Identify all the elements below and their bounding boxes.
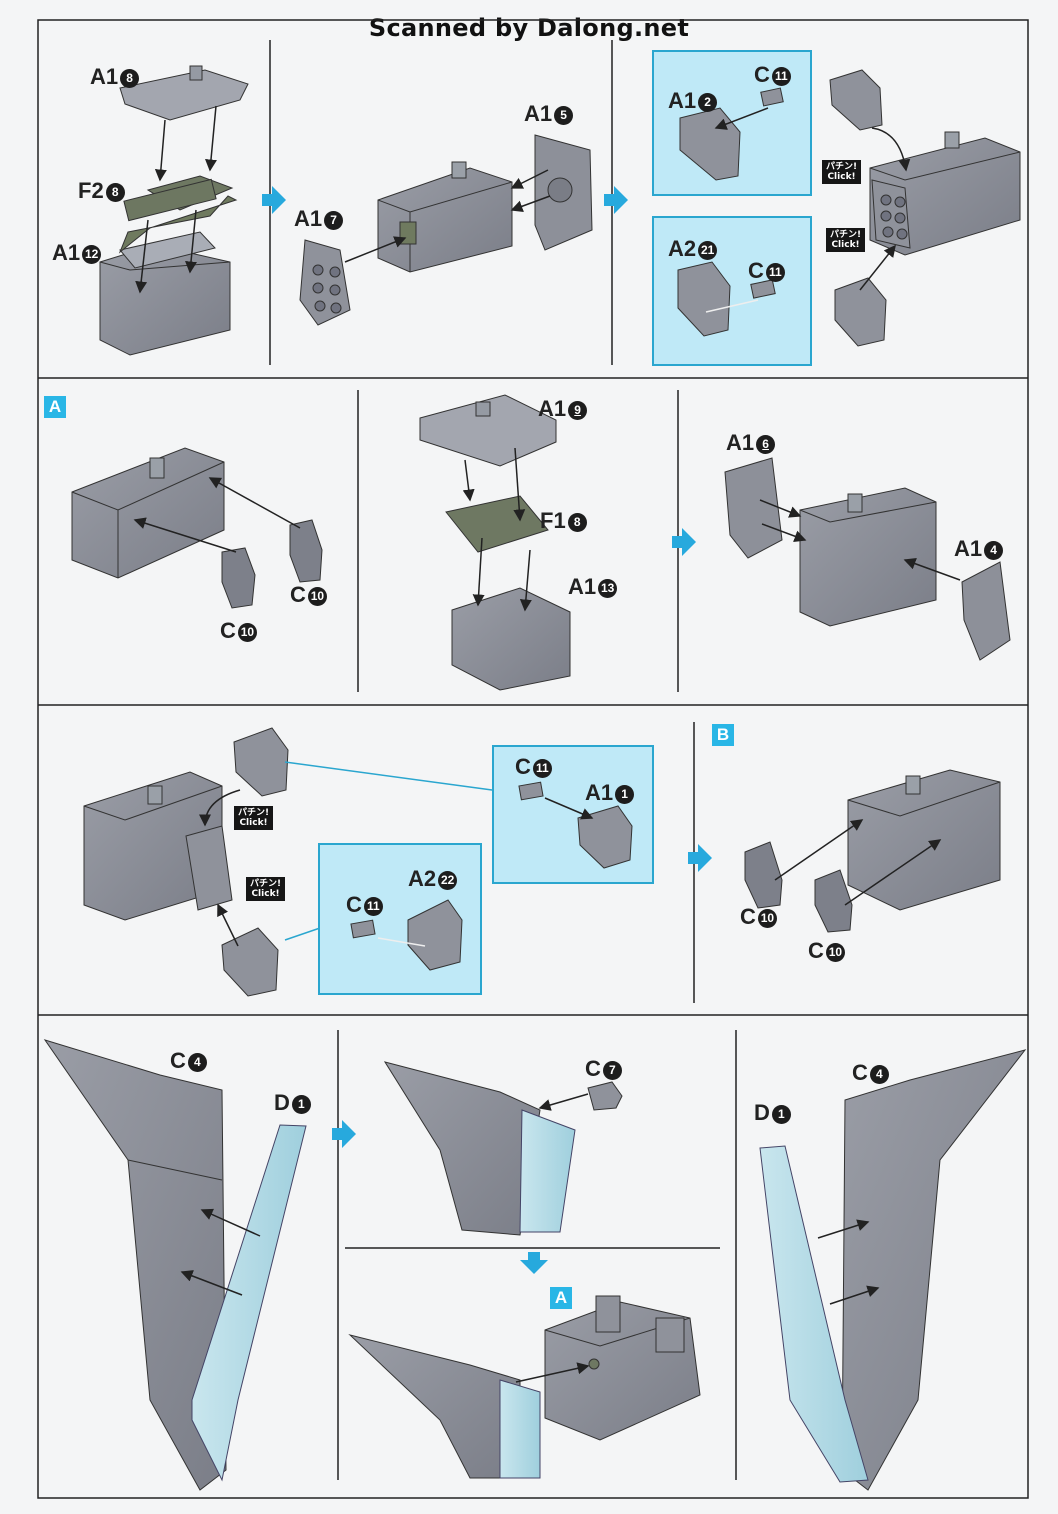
section-marker-b: B	[712, 724, 734, 746]
click-badge: パチン!Click!	[234, 806, 274, 830]
click-badge: パチン!Click!	[822, 160, 862, 184]
section-marker-a-ref: A	[550, 1287, 572, 1309]
scan-watermark: Scanned by Dalong.net	[368, 14, 690, 42]
section-marker-a: A	[44, 396, 66, 418]
click-badge: パチン!Click!	[826, 228, 866, 252]
callout-a2-22	[318, 843, 482, 995]
click-badge: パチン!Click!	[246, 877, 286, 901]
